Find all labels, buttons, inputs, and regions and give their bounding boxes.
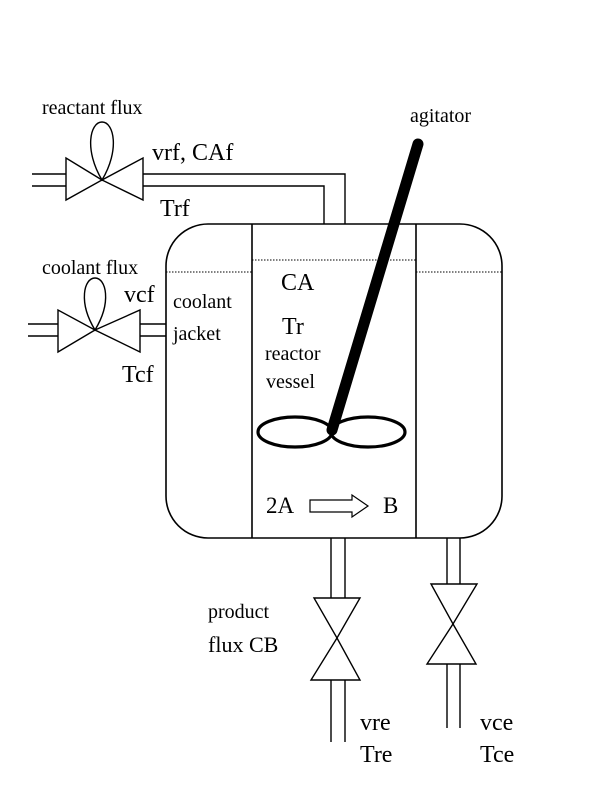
reactor-label: reactor — [265, 343, 321, 365]
agitator-shaft — [326, 138, 424, 436]
impeller-right-blade — [329, 415, 407, 449]
vcf-label: vcf — [124, 282, 155, 308]
tce-label: Tce — [480, 742, 514, 768]
flux-cb-label: flux CB — [208, 632, 278, 657]
agitator-label: agitator — [410, 105, 471, 127]
coolant-feed-pipe — [28, 323, 166, 337]
vce-label: vce — [480, 710, 513, 736]
ca-label: CA — [281, 270, 315, 296]
reactant-flux-label: reactant flux — [42, 97, 143, 119]
product-outlet-pipe — [330, 538, 346, 742]
coolant-flux-label: coolant flux — [42, 257, 138, 279]
tre-label: Tre — [360, 742, 392, 768]
vessel-label: vessel — [266, 371, 315, 393]
reaction-right-label: B — [383, 493, 398, 518]
impeller-left-blade — [256, 415, 334, 449]
vrf-caf-label: vrf, CAf — [152, 140, 233, 166]
coolant-label: coolant — [173, 291, 232, 313]
tcf-label: Tcf — [122, 362, 154, 388]
agitator-icon — [256, 138, 424, 449]
reactant-valve[interactable] — [65, 121, 144, 202]
product-label: product — [208, 601, 270, 623]
jacket-shell — [165, 223, 503, 539]
coolant-valve[interactable] — [57, 277, 141, 354]
coolant-outlet-pipe — [446, 538, 461, 728]
product-valve[interactable] — [309, 597, 362, 681]
vre-label: vre — [360, 710, 391, 736]
reaction-left-label: 2A — [266, 493, 295, 518]
reaction-arrow-icon — [309, 493, 370, 519]
coolant-outlet-valve[interactable] — [425, 583, 479, 665]
trf-label: Trf — [160, 196, 190, 222]
reactant-feed-pipe — [32, 173, 346, 224]
coolant-valve-actuator-icon — [83, 277, 107, 332]
jacket-label: jacket — [172, 323, 221, 345]
reactant-valve-actuator-icon — [89, 121, 115, 182]
tr-label: Tr — [282, 314, 304, 340]
